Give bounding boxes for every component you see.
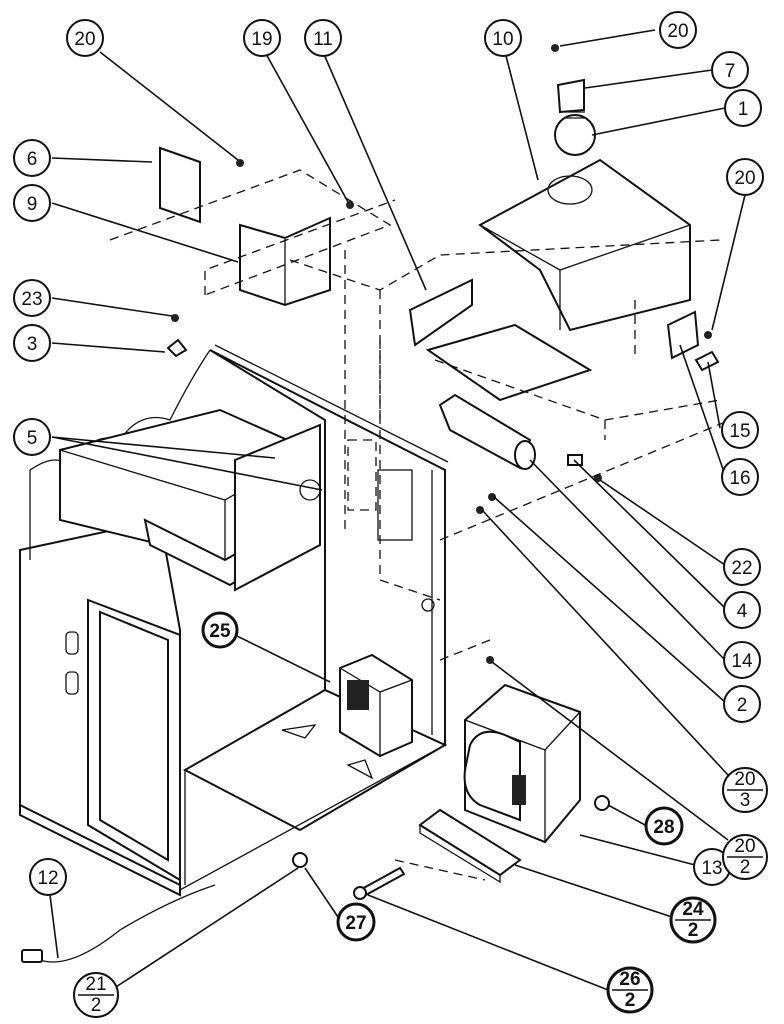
svg-text:19: 19	[251, 29, 272, 50]
callout-20-upright: 20	[659, 11, 697, 49]
svg-text:24: 24	[682, 899, 704, 920]
plate	[159, 146, 201, 224]
terminal-block	[666, 310, 700, 360]
callout-28: 28	[644, 806, 684, 846]
svg-text:12: 12	[37, 868, 58, 889]
svg-text:1: 1	[738, 99, 749, 120]
svg-text:2: 2	[737, 695, 748, 716]
callout-11: 11	[304, 19, 342, 57]
svg-text:4: 4	[737, 601, 748, 622]
callout-7: 7	[711, 51, 749, 89]
callout-5: 5	[13, 418, 51, 456]
transformer	[463, 683, 581, 844]
svg-text:7: 7	[725, 61, 736, 82]
callout-1: 1	[724, 89, 762, 127]
leader-lines	[49, 29, 746, 1001]
svg-text:27: 27	[345, 913, 366, 934]
svg-text:28: 28	[653, 817, 674, 838]
callout-2: 2	[723, 685, 761, 723]
svg-text:20: 20	[667, 21, 688, 42]
svg-text:20: 20	[734, 836, 755, 857]
assembly-lines	[109, 169, 731, 881]
svg-text:3: 3	[740, 790, 751, 811]
callout-21-over-2: 21 2	[73, 972, 119, 1018]
top-cover	[478, 158, 691, 332]
svg-text:13: 13	[701, 858, 722, 879]
callout-20-top: 20	[66, 19, 104, 57]
bolt	[353, 866, 406, 900]
callout-12: 12	[29, 858, 67, 896]
svg-text:3: 3	[27, 334, 38, 355]
callout-26-over-2: 26 2	[606, 966, 654, 1014]
callout-24-over-2: 24 2	[669, 896, 717, 944]
svg-text:2: 2	[688, 920, 699, 941]
callout-19: 19	[243, 19, 281, 57]
svg-text:2: 2	[625, 990, 636, 1011]
callout-16: 16	[721, 458, 759, 496]
svg-text:2: 2	[740, 857, 751, 878]
svg-text:23: 23	[21, 289, 42, 310]
svg-text:22: 22	[731, 558, 752, 579]
svg-text:11: 11	[313, 29, 333, 50]
lamp-bulb	[554, 78, 596, 156]
callout-25: 25	[201, 611, 239, 649]
callout-20-over-2: 20 2	[722, 834, 768, 880]
callout-20-right: 20	[726, 158, 764, 196]
bracket-plate	[239, 216, 331, 307]
svg-text:9: 9	[27, 194, 38, 215]
svg-text:20: 20	[734, 769, 755, 790]
callout-15: 15	[721, 411, 759, 449]
callout-14: 14	[723, 641, 761, 679]
power-cord	[21, 884, 216, 963]
deflector	[408, 278, 593, 402]
svg-text:25: 25	[209, 621, 231, 642]
heater-tube	[438, 393, 536, 470]
control-box	[339, 653, 413, 758]
callout-9: 9	[13, 184, 51, 222]
svg-text:26: 26	[619, 969, 640, 990]
svg-text:2: 2	[91, 995, 102, 1016]
bracket	[418, 808, 522, 884]
callout-4: 4	[723, 591, 761, 629]
callout-3: 3	[13, 324, 51, 362]
svg-text:10: 10	[492, 29, 513, 50]
svg-text:20: 20	[734, 168, 755, 189]
svg-text:15: 15	[729, 421, 750, 442]
svg-text:21: 21	[85, 974, 106, 995]
svg-text:20: 20	[74, 29, 95, 50]
callout-27: 27	[336, 902, 376, 942]
svg-text:6: 6	[27, 149, 38, 170]
svg-text:16: 16	[729, 468, 750, 489]
callout-6: 6	[13, 139, 51, 177]
callout-23: 23	[13, 279, 51, 317]
svg-text:5: 5	[27, 428, 38, 449]
callout-10: 10	[484, 19, 522, 57]
callout-20-over-3: 20 3	[722, 767, 768, 813]
svg-text:14: 14	[731, 651, 753, 672]
callout-22: 22	[723, 548, 761, 586]
